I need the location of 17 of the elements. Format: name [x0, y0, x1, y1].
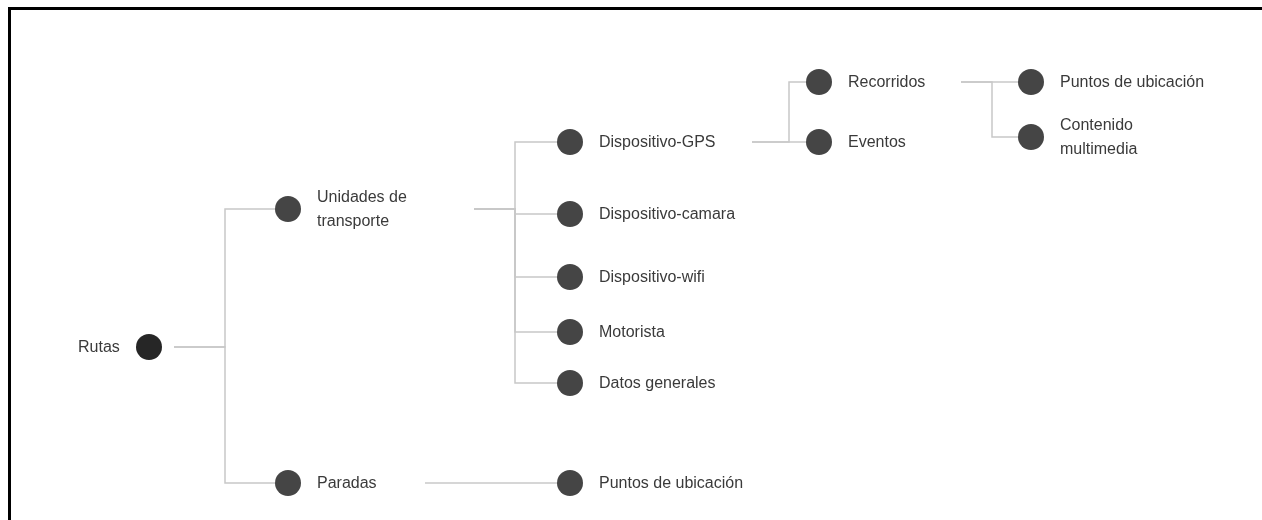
- connector-line: [173, 346, 276, 484]
- node-label: Contenido multimedia: [1060, 115, 1139, 159]
- node-label: Motorista: [599, 322, 666, 342]
- node-label: Datos generales: [599, 373, 717, 393]
- node-label: Dispositivo-camara: [599, 204, 737, 224]
- node-label: Puntos de ubicación: [1060, 72, 1206, 92]
- node-label: Rutas: [78, 337, 120, 357]
- node-label: Dispositivo-wifi: [599, 267, 706, 287]
- node-label: Eventos: [848, 132, 907, 152]
- connector-line: [751, 141, 807, 143]
- connector-line: [960, 81, 1019, 138]
- node-label: Recorridos: [848, 72, 927, 92]
- connector-line: [424, 482, 558, 484]
- node-label: Puntos de ubicación: [599, 473, 745, 493]
- node-label: Dispositivo-GPS: [599, 132, 717, 152]
- node-label: Unidades de transporte: [317, 187, 408, 231]
- node-label: Paradas: [317, 473, 378, 493]
